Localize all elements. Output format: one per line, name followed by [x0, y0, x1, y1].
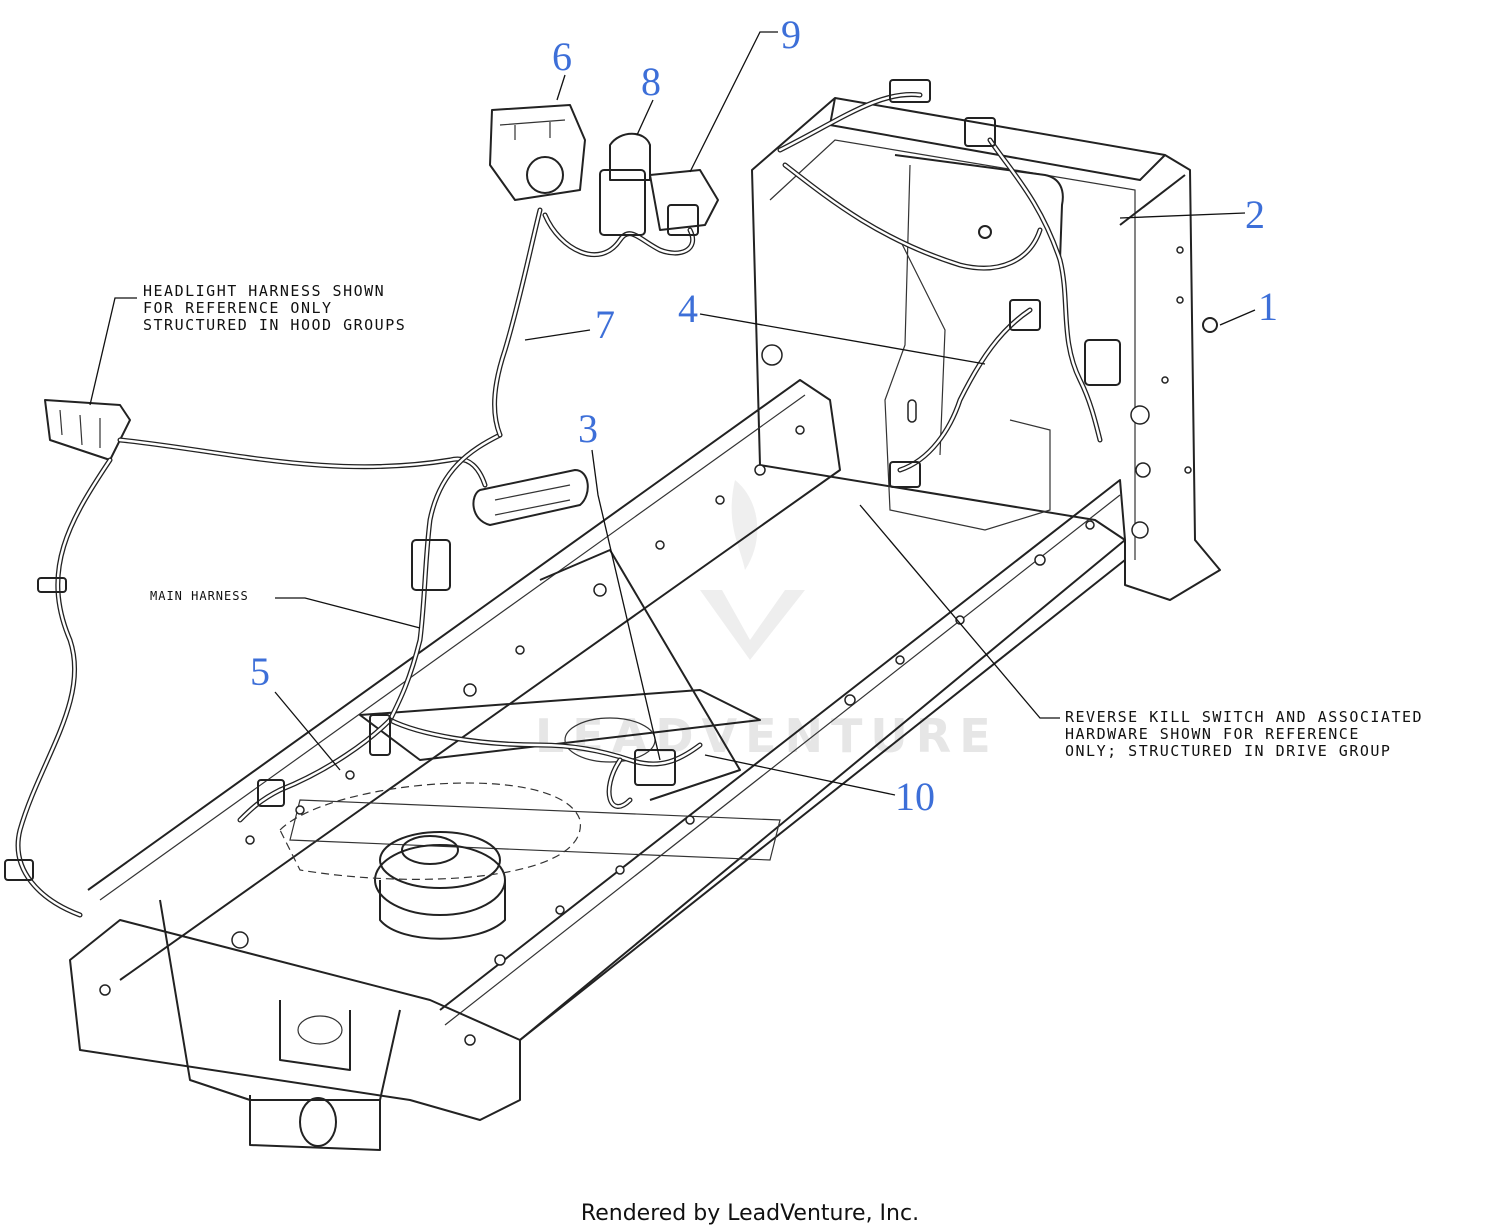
dash-harness — [489, 104, 719, 438]
callout-numbers: 1 2 3 4 5 6 7 8 9 10 — [250, 12, 1278, 819]
headlight-note: HEADLIGHT HARNESS SHOWN FOR REFERENCE ON… — [143, 282, 406, 334]
footer-credit: Rendered by LeadVenture, Inc. — [581, 1201, 919, 1226]
rear-harness — [777, 79, 1218, 488]
main-harness — [237, 432, 703, 823]
callout-9: 9 — [781, 12, 801, 57]
callout-6: 6 — [552, 34, 572, 79]
headlight-note-line1: HEADLIGHT HARNESS SHOWN — [143, 282, 385, 300]
headlight-harness — [4, 437, 488, 918]
headlight-note-line3: STRUCTURED IN HOOD GROUPS — [143, 316, 406, 334]
reverse-kill-note: REVERSE KILL SWITCH AND ASSOCIATED HARDW… — [1065, 708, 1423, 760]
callout-2: 2 — [1245, 192, 1265, 237]
callout-10: 10 — [895, 774, 935, 819]
callout-5: 5 — [250, 649, 270, 694]
main-frame — [69, 379, 1126, 1151]
rail-holes — [99, 425, 1095, 1046]
reverse-kill-note-line2: HARDWARE SHOWN FOR REFERENCE — [1065, 725, 1360, 743]
reverse-kill-note-line1: REVERSE KILL SWITCH AND ASSOCIATED — [1065, 708, 1423, 726]
callout-7: 7 — [595, 302, 615, 347]
headlight-note-line2: FOR REFERENCE ONLY — [143, 299, 333, 317]
callout-3: 3 — [578, 406, 598, 451]
leader-lines — [89, 31, 1256, 796]
reverse-kill-note-line3: ONLY; STRUCTURED IN DRIVE GROUP — [1065, 742, 1391, 760]
callout-4: 4 — [678, 286, 698, 331]
main-harness-label: MAIN HARNESS — [150, 589, 249, 603]
rear-frame-panel — [751, 97, 1221, 601]
callout-8: 8 — [641, 59, 661, 104]
callout-1: 1 — [1258, 284, 1278, 329]
pto-pulley — [279, 717, 656, 940]
